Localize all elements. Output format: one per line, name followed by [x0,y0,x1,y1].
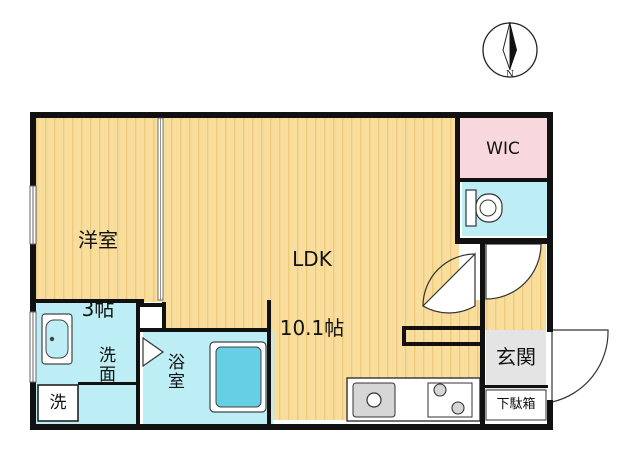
western-room-size: 3帖 [81,297,115,321]
washing-machine-space [37,384,79,422]
entrance-floor [486,330,546,390]
windows [29,185,37,383]
walls [30,112,553,430]
bathroom-label: 浴室 [164,353,184,391]
ldk-name: LDK [292,247,332,271]
entrance-door [551,329,609,403]
wash-basin [41,313,73,365]
north-label: N [506,70,514,80]
wic-label: WIC [486,139,520,159]
bathroom-door [142,336,165,368]
laundry-label: 洗 [49,393,67,413]
bathtub [209,341,267,413]
shoe-box [485,389,547,421]
kitchen-counter [346,377,481,422]
sliding-partition [157,117,164,301]
north-arrow-icon [482,21,538,78]
shoe-box-label: 下駄箱 [496,397,536,412]
western-room-name: 洋室 [78,228,118,252]
washroom-label: 洗面 [95,346,115,384]
toilet-door [485,243,542,300]
western-room-label: 洋室 3帖 [58,183,138,344]
entrance-label: 玄関 [496,345,536,369]
toilet [465,189,503,227]
ldk-label: LDK 10.1帖 [262,202,362,363]
wic-floor [459,118,547,180]
ldk-size: 10.1帖 [279,316,345,340]
ldk-swing-door [422,252,476,314]
western-room-floor [36,118,163,302]
